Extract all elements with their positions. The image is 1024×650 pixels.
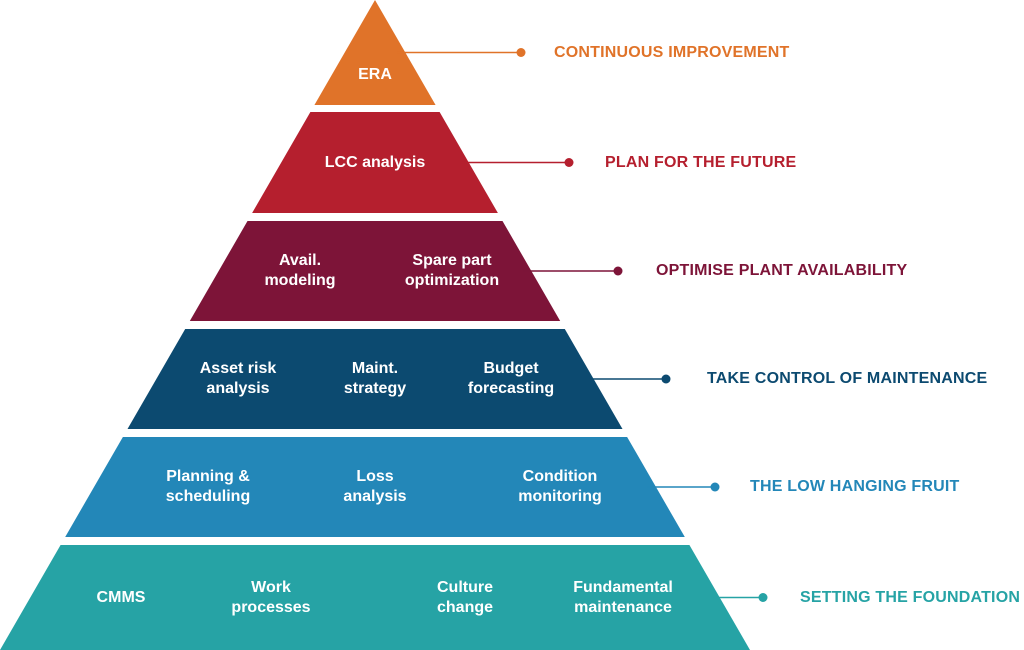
tier-goal-label-1: CONTINUOUS IMPROVEMENT: [554, 43, 790, 61]
tier-5-item: Condition monitoring: [518, 468, 602, 505]
connector-dot-2: [564, 158, 574, 167]
connector-dot-5: [710, 482, 720, 492]
tier-5-item: Planning & scheduling: [165, 468, 251, 505]
tier-3-item: Avail. modeling: [264, 252, 336, 289]
tier-4-item: Budget forecasting: [467, 360, 555, 397]
tier-6-item: Fundamental maintenance: [573, 578, 673, 616]
pyramid-tier-5: [65, 437, 685, 537]
tier-goal-label-5: THE LOW HANGING FRUIT: [750, 478, 960, 495]
tier-4-item: Maint. strategy: [343, 360, 407, 397]
connector-dot-6: [758, 593, 768, 602]
pyramid-tier-3: [189, 221, 561, 321]
tier-6-item: CMMS: [96, 588, 146, 606]
pyramid-tier-1: [314, 0, 436, 105]
tier-6-item: Work processes: [231, 578, 311, 616]
tier-2-item: LCC analysis: [324, 153, 426, 171]
tier-6-item: Culture change: [436, 578, 494, 616]
tier-goal-label-4: TAKE CONTROL OF MAINTENANCE: [707, 370, 988, 387]
pyramid-tier-6: [0, 545, 750, 650]
tier-4-item: Asset risk analysis: [199, 360, 277, 397]
connector-dot-1: [516, 48, 526, 57]
pyramid-tier-2: [252, 112, 498, 213]
pyramid-tier-4: [127, 329, 623, 429]
tier-goal-label-3: OPTIMISE PLANT AVAILABILITY: [656, 262, 908, 279]
tier-1-item: ERA: [358, 66, 392, 83]
tier-goal-label-2: PLAN FOR THE FUTURE: [605, 153, 797, 171]
connector-dot-4: [661, 374, 671, 384]
connector-dot-3: [613, 266, 623, 276]
tier-3-item: Spare part optimization: [404, 252, 500, 289]
tier-goal-label-6: SETTING THE FOUNDATION: [800, 588, 1021, 606]
tier-5-item: Loss analysis: [343, 468, 407, 505]
